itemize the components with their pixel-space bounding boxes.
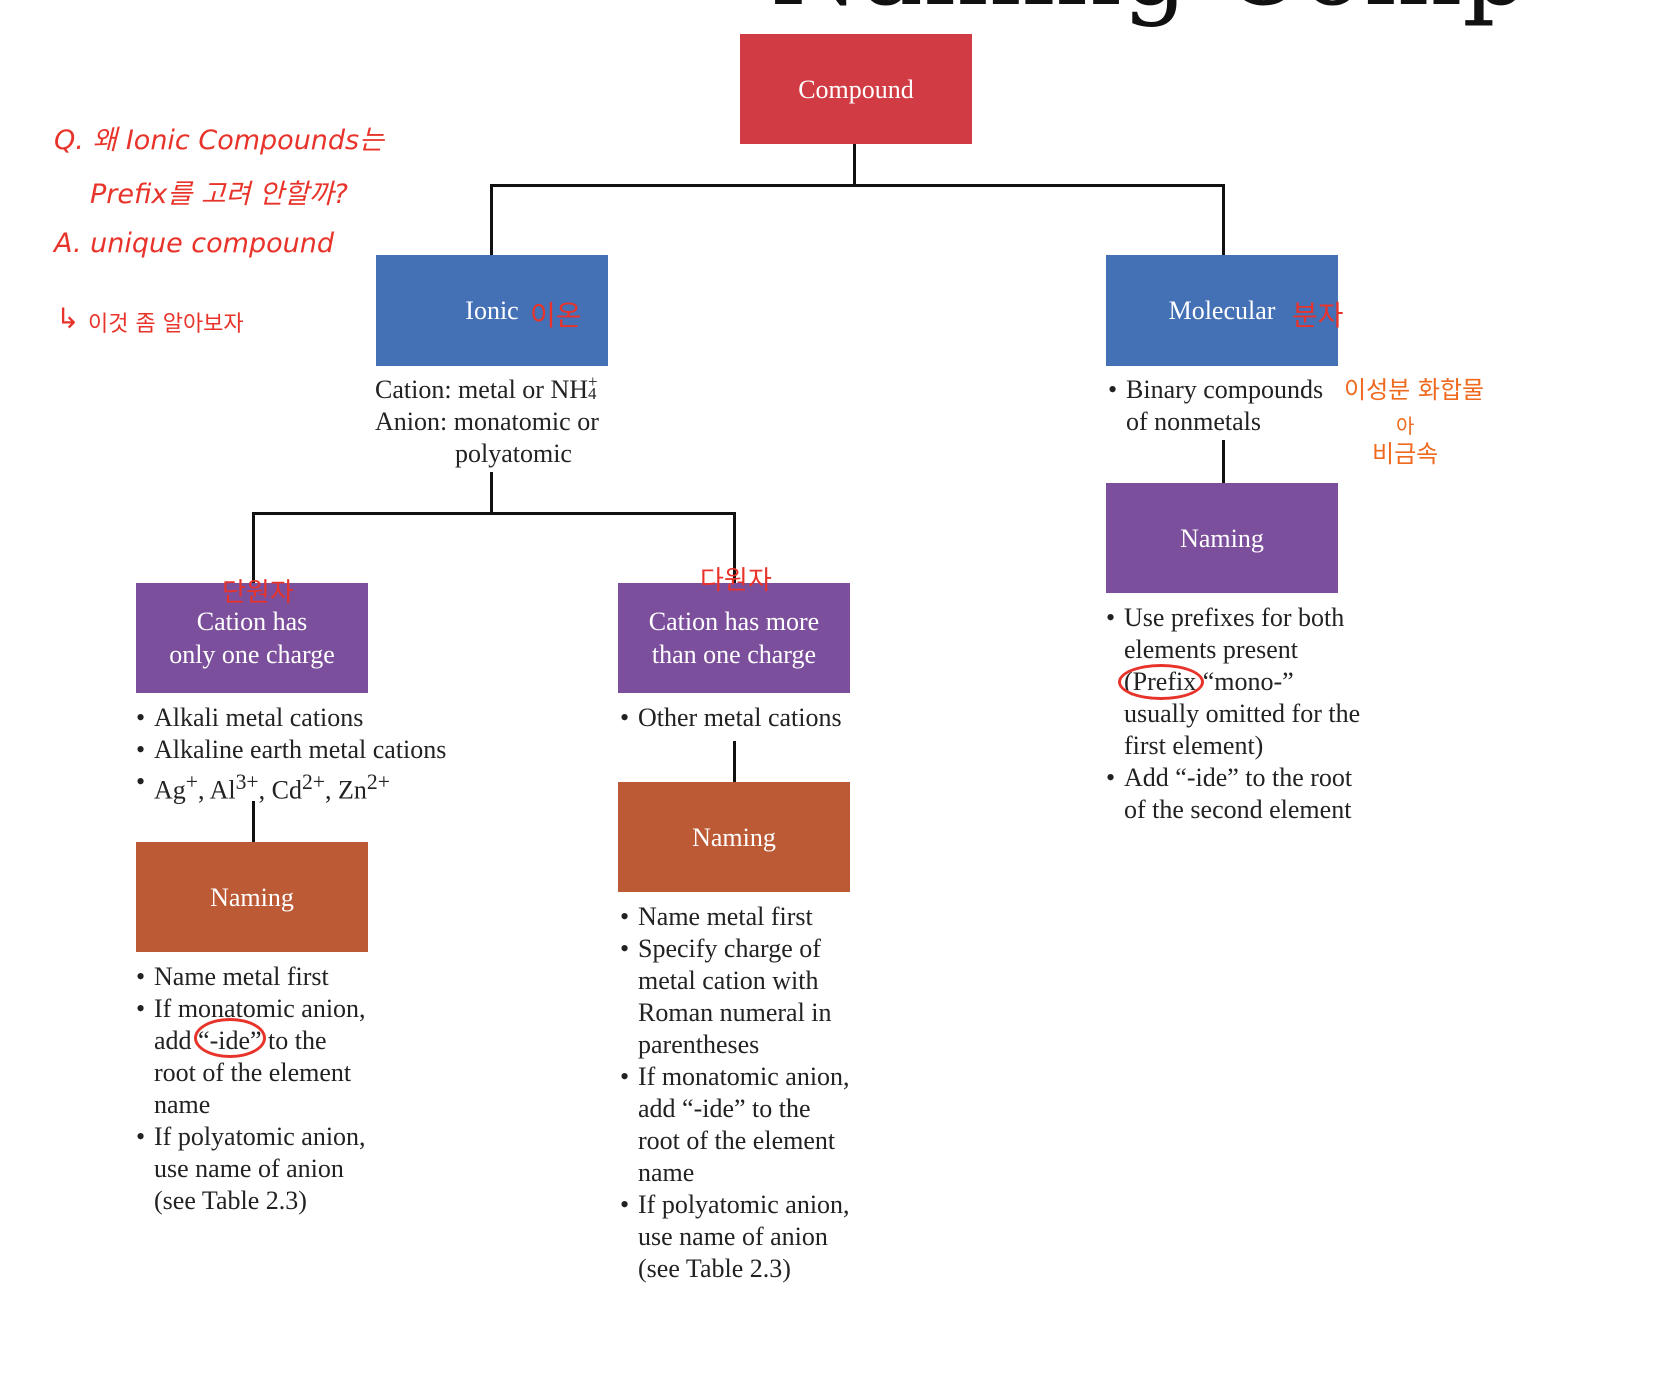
handwritten-ionic-note: 이온: [530, 299, 582, 332]
handwritten-monatomic-note: 단원자: [222, 578, 294, 608]
cation-more-naming-label: Naming: [692, 822, 776, 852]
cation-more-label-line-1: Cation has more: [648, 607, 820, 636]
cation-more-label-line-2: than one charge: [651, 640, 817, 669]
cation-one-naming-bullet-3: If polyatomic anion, use name of anion (…: [136, 1121, 372, 1217]
ionic-box: Ionic: [376, 255, 608, 366]
cation-more-naming-bullet-3: If monatomic anion, add “-ide” to the ro…: [620, 1061, 858, 1189]
cation-one-naming-bullet-1: Name metal first: [136, 961, 372, 993]
handwritten-arrow-icon: ↳: [56, 302, 80, 335]
ionic-desc-line-1: Cation: metal or NH+4: [375, 372, 598, 404]
cation-one-bullet-2: Alkaline earth metal cations: [136, 734, 476, 766]
connector-to-molecular: [1222, 184, 1225, 256]
cation-one-bullet-1: Alkali metal cations: [136, 702, 476, 734]
cation-one-ions: Ag+, Al3+, Cd2+, Zn2+: [136, 766, 476, 807]
cation-one-naming-label: Naming: [210, 882, 294, 912]
handwritten-polyatomic-note: 다원자: [700, 566, 772, 596]
connector-root-down: [853, 143, 856, 187]
molecular-naming-bullet-2: Add “-ide” to the root of the second ele…: [1106, 762, 1366, 826]
ionic-description: Cation: metal or NH+4 Anion: monatomic o…: [375, 372, 635, 470]
clipped-page-title: Naming Comp: [770, 0, 1666, 20]
cation-more-charge-box: Cation has more than one charge: [618, 583, 850, 693]
handwritten-question-line-1: Q. 왜 Ionic Compounds는: [54, 125, 384, 156]
handwritten-side-note-1: 이성분 화합물: [1344, 376, 1485, 404]
handwritten-note: 이것 좀 알아보자: [88, 312, 244, 337]
cation-one-naming-box: Naming: [136, 842, 368, 952]
connector-cation-more-naming: [733, 741, 736, 783]
connector-to-cation-one: [252, 512, 255, 584]
connector-root-horizontal: [490, 184, 1225, 187]
cation-one-naming-bullet-2: If monatomic anion, add “-ide” to the ro…: [136, 993, 372, 1121]
connector-cation-one-naming: [252, 801, 255, 843]
compound-box: Compound: [740, 34, 972, 144]
cation-more-naming-bullet-4: If polyatomic anion, use name of anion (…: [620, 1189, 858, 1285]
ionic-desc-line-3: polyatomic: [455, 439, 572, 468]
connector-ionic-horizontal: [252, 512, 736, 515]
compound-label: Compound: [798, 74, 914, 104]
molecular-naming-bullets: Use prefixes for both elements present (…: [1106, 602, 1366, 826]
cation-more-naming-bullet-2: Specify charge of metal cation with Roma…: [620, 933, 858, 1061]
molecular-box: Molecular: [1106, 255, 1338, 366]
cation-more-naming-box: Naming: [618, 782, 850, 892]
ionic-label: Ionic: [465, 296, 519, 325]
cation-one-bullets: Alkali metal cations Alkaline earth meta…: [136, 702, 476, 807]
cation-one-naming-bullets: Name metal first If monatomic anion, add…: [136, 961, 372, 1217]
cation-more-naming-bullet-1: Name metal first: [620, 901, 858, 933]
handwritten-answer: A. unique compound: [54, 228, 334, 259]
molecular-naming-box: Naming: [1106, 483, 1338, 593]
cation-one-charge-box: Cation has only one charge: [136, 583, 368, 693]
cation-more-bullet-1: Other metal cations: [620, 702, 880, 734]
cation-one-label-line-2: only one charge: [169, 640, 335, 669]
ionic-desc-line-2: Anion: monatomic or: [375, 407, 599, 436]
handwritten-side-note-2: 아: [1396, 414, 1415, 438]
connector-ionic-down: [490, 472, 493, 514]
ide-highlight-circle: [194, 1018, 266, 1058]
cation-more-bullets: Other metal cations: [620, 702, 880, 734]
connector-to-ionic: [490, 184, 493, 256]
handwritten-side-note-3: 비금속: [1372, 440, 1439, 468]
connector-molecular-naming: [1222, 440, 1225, 484]
prefix-highlight-circle: [1118, 664, 1204, 700]
molecular-naming-label: Naming: [1180, 523, 1264, 553]
molecular-label: Molecular: [1168, 296, 1276, 325]
handwritten-question-line-2: Prefix를 고려 안할까?: [90, 179, 348, 210]
cation-one-label-line-1: Cation has: [196, 607, 308, 636]
cation-more-naming-bullets: Name metal first Specify charge of metal…: [620, 901, 858, 1285]
handwritten-molecular-note: 분자: [1292, 299, 1344, 332]
connector-to-cation-more: [733, 512, 736, 584]
